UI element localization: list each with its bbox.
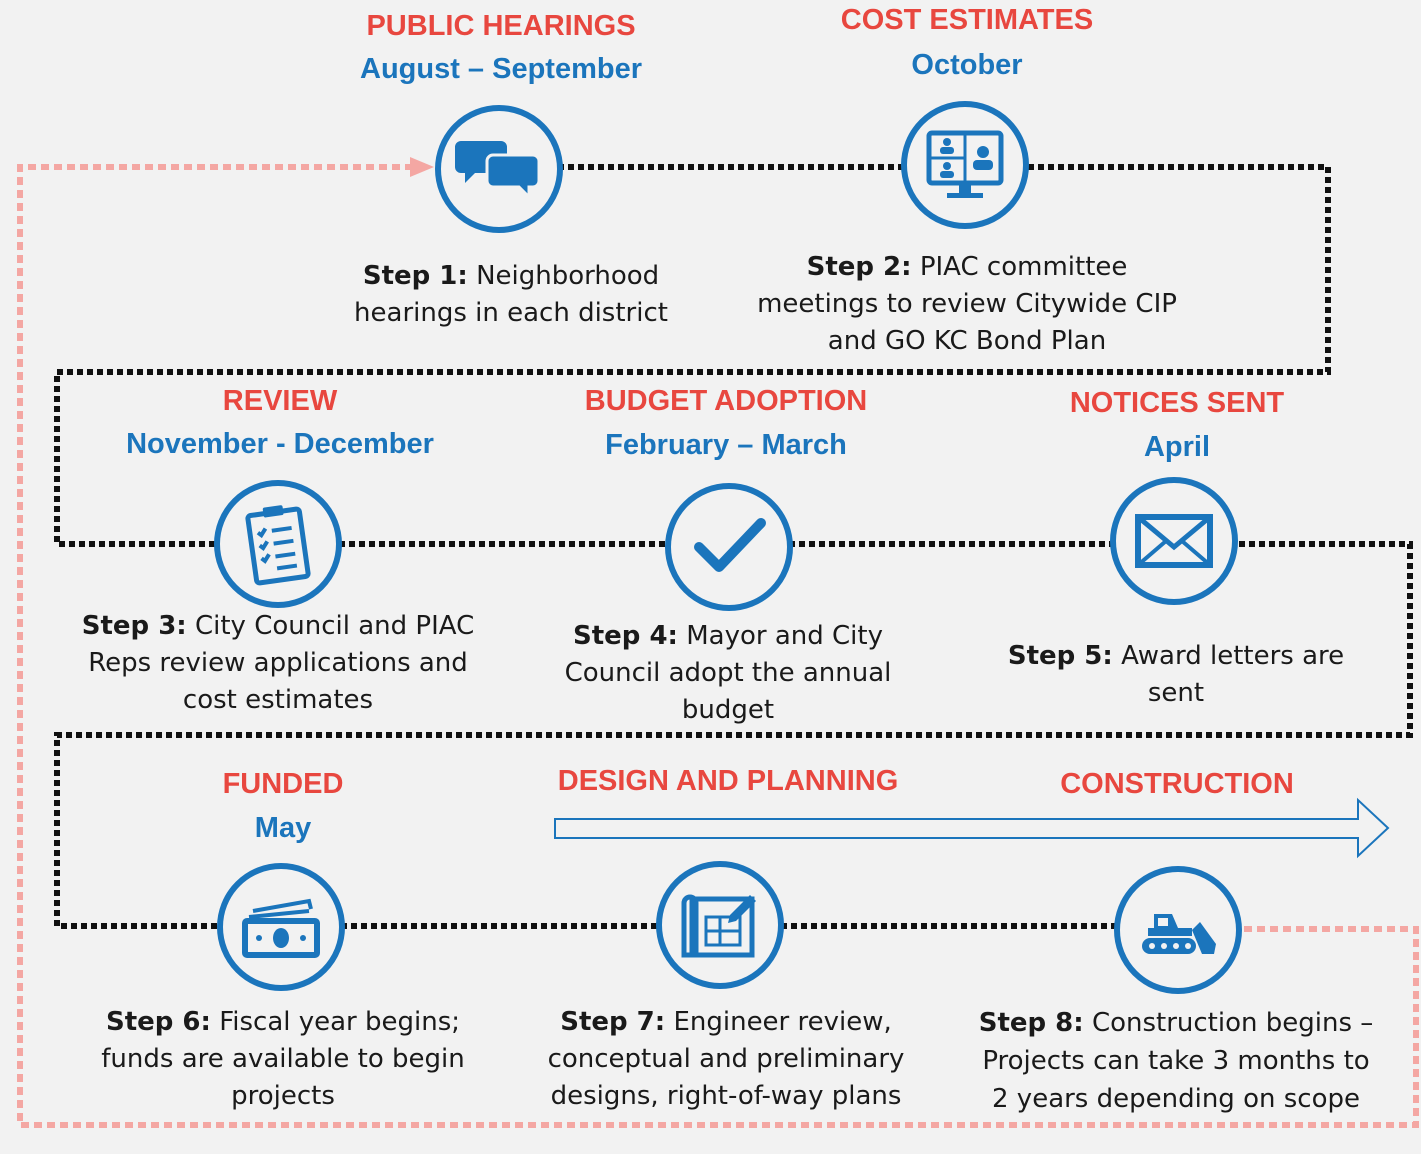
bulldozer-icon	[1142, 914, 1216, 954]
loop-back-arrowhead	[410, 157, 434, 177]
timeline-arrow	[554, 797, 1390, 859]
video-meeting-icon	[926, 130, 1004, 198]
stage-title-notices-sent: NOTICES SENT	[1069, 387, 1285, 419]
money-icon	[242, 898, 320, 958]
step-7-label: Step 7:	[560, 1007, 666, 1037]
step-3-text: City Council and PIAC Reps review applic…	[88, 611, 475, 715]
envelope-icon	[1135, 514, 1213, 568]
stage-title-budget-adoption: BUDGET ADOPTION	[584, 385, 868, 417]
step-3-description: Step 3: City Council and PIAC Reps revie…	[58, 608, 498, 719]
stage-title-design-and-planning: DESIGN AND PLANNING	[557, 765, 899, 797]
step-4-icon-circle	[665, 483, 793, 611]
step-6-description: Step 6: Fiscal year begins; funds are av…	[73, 1004, 493, 1115]
step-5-icon-circle	[1110, 477, 1238, 605]
step-1-text: Neighborhood hearings in each district	[354, 261, 668, 328]
clipboard-checklist-icon	[245, 505, 311, 586]
stage-period-budget-adoption: February – March	[605, 429, 847, 461]
loop-back-path	[17, 164, 1419, 1128]
step-3-label: Step 3:	[81, 611, 187, 641]
step-8-description: Step 8: Construction begins – Projects c…	[971, 1004, 1381, 1118]
step-5-description: Step 5: Award letters are sent	[986, 638, 1366, 712]
stage-title-construction: CONSTRUCTION	[1060, 768, 1294, 800]
step-8-text: Construction begins – Projects can take …	[982, 1008, 1374, 1114]
chat-bubbles-icon	[455, 141, 541, 201]
step-2-text: PIAC committee meetings to review Citywi…	[757, 252, 1177, 356]
stage-title-public-hearings: PUBLIC HEARINGS	[366, 10, 636, 42]
step-4-label: Step 4:	[573, 621, 678, 651]
step-2-icon-circle	[901, 101, 1029, 229]
step-2-label: Step 2:	[806, 252, 912, 282]
step-6-label: Step 6:	[105, 1007, 211, 1037]
stage-period-review: November - December	[126, 428, 434, 460]
stage-period-funded: May	[254, 812, 312, 844]
checkmark-icon	[694, 518, 766, 572]
stage-period-cost-estimates: October	[911, 49, 1023, 81]
step-1-icon-circle	[435, 105, 563, 233]
stage-period-public-hearings: August – September	[360, 53, 642, 85]
step-3-icon-circle	[214, 480, 342, 608]
step-6-icon-circle	[217, 863, 345, 991]
step-7-text: Engineer review, conceptual and prelimin…	[547, 1007, 905, 1111]
step-4-description: Step 4: Mayor and City Council adopt the…	[538, 618, 918, 729]
stage-title-funded: FUNDED	[222, 768, 344, 800]
step-7-description: Step 7: Engineer review, conceptual and …	[521, 1004, 931, 1115]
step-8-label: Step 8:	[978, 1008, 1084, 1038]
step-1-label: Step 1:	[362, 261, 468, 291]
step-2-description: Step 2: PIAC committee meetings to revie…	[752, 249, 1182, 360]
blueprint-icon	[681, 894, 756, 958]
step-8-icon-circle	[1114, 866, 1242, 994]
step-7-icon-circle	[656, 861, 784, 989]
step-6-text: Fiscal year begins; funds are available …	[101, 1007, 465, 1111]
step-5-text: Award letters are sent	[1121, 641, 1345, 708]
step-5-label: Step 5:	[1007, 641, 1113, 671]
stage-title-cost-estimates: COST ESTIMATES	[840, 4, 1094, 36]
stage-title-review: REVIEW	[222, 385, 338, 417]
step-1-description: Step 1: Neighborhood hearings in each di…	[331, 258, 691, 332]
step-4-text: Mayor and City Council adopt the annual …	[564, 621, 892, 725]
stage-period-notices-sent: April	[1143, 431, 1211, 463]
